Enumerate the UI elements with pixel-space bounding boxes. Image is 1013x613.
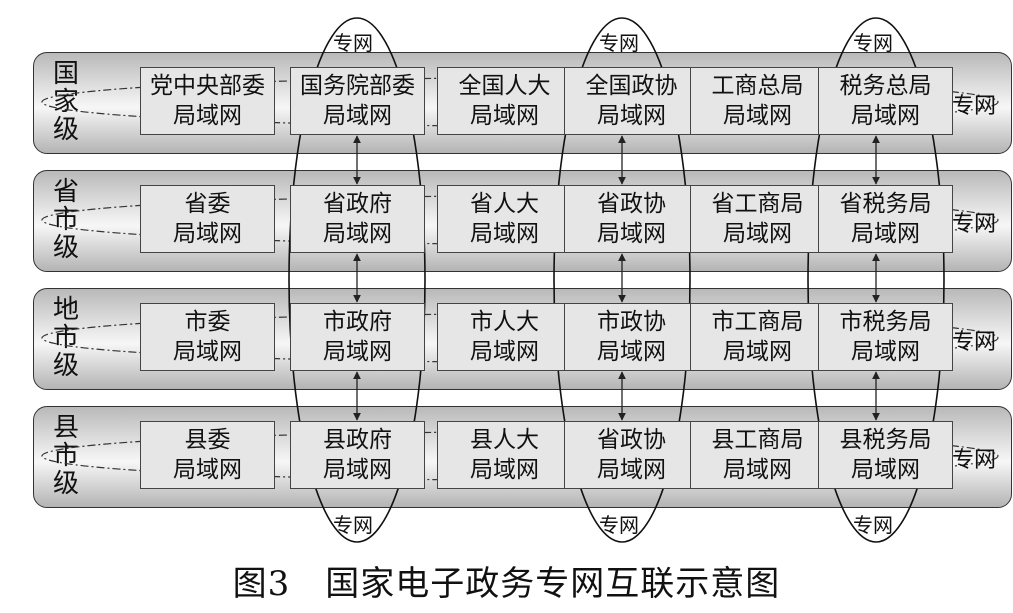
ellipse-label-bottom-2: 专网 xyxy=(599,513,639,537)
lan-cell-name: 省税务局 xyxy=(839,191,932,217)
lan-cell: 省政协局域网 xyxy=(564,421,699,489)
lan-cell-name: 全国政协 xyxy=(585,73,678,99)
figure-caption: 图3 国家电子政务专网互联示意图 xyxy=(232,564,781,604)
lan-cell-type: 局域网 xyxy=(851,457,920,483)
lan-cell-name: 县工商局 xyxy=(711,427,804,453)
lan-cell-type: 局域网 xyxy=(470,103,539,129)
ellipse-label-bottom-1: 专网 xyxy=(333,513,373,537)
lan-cell: 省税务局局域网 xyxy=(818,185,953,253)
side-label-provincial: 专网 xyxy=(951,212,996,237)
lan-cell-type: 局域网 xyxy=(851,339,920,365)
lan-cell-type: 局域网 xyxy=(173,457,242,483)
lan-cell-type: 局域网 xyxy=(723,339,792,365)
lan-cell-type: 局域网 xyxy=(597,103,666,129)
side-label-national: 专网 xyxy=(951,94,996,119)
lan-cell-name: 省政府 xyxy=(323,191,392,217)
special-network-ellipse xyxy=(288,17,426,543)
level-label-county: 县 市 级 xyxy=(52,413,79,499)
lan-cell-name: 省政协 xyxy=(597,427,666,453)
special-network-ellipse xyxy=(807,17,945,543)
lan-cell-type: 局域网 xyxy=(851,103,920,129)
lan-cell-type: 局域网 xyxy=(597,339,666,365)
lan-cell-name: 市政府 xyxy=(323,309,392,335)
lan-cell-type: 局域网 xyxy=(173,339,242,365)
lan-cell-type: 局域网 xyxy=(173,221,242,247)
lan-cell-type: 局域网 xyxy=(173,103,242,129)
lan-cell-name: 市工商局 xyxy=(711,309,804,335)
ellipse-label-bottom-3: 专网 xyxy=(853,513,893,537)
lan-cell-name: 省人大 xyxy=(470,191,539,217)
lan-cell-name: 全国人大 xyxy=(458,73,551,99)
lan-cell: 党中央部委局域网 xyxy=(140,67,275,135)
lan-cell: 省政协局域网 xyxy=(564,185,699,253)
lan-cell-type: 局域网 xyxy=(597,221,666,247)
lan-cell: 市工商局局域网 xyxy=(690,303,825,371)
lan-cell: 市政府局域网 xyxy=(290,303,425,371)
lan-cell-name: 县委 xyxy=(184,427,231,453)
lan-cell-name: 国务院部委 xyxy=(300,73,415,99)
lan-cell-type: 局域网 xyxy=(470,339,539,365)
lan-cell-name: 市委 xyxy=(184,309,231,335)
lan-cell-name: 县人大 xyxy=(470,427,539,453)
level-label-national: 国 家 级 xyxy=(52,59,79,145)
lan-cell: 税务总局局域网 xyxy=(818,67,953,135)
lan-cell: 市政协局域网 xyxy=(564,303,699,371)
ellipse-label-top-1: 专网 xyxy=(333,31,373,55)
lan-cell: 县政府局域网 xyxy=(290,421,425,489)
lan-cell: 县工商局局域网 xyxy=(690,421,825,489)
lan-cell-type: 局域网 xyxy=(323,103,392,129)
lan-cell: 省委局域网 xyxy=(140,185,275,253)
lan-cell-type: 局域网 xyxy=(851,221,920,247)
lan-cell-type: 局域网 xyxy=(597,457,666,483)
lan-cell-type: 局域网 xyxy=(323,457,392,483)
ellipse-label-top-2: 专网 xyxy=(599,31,639,55)
side-label-county: 专网 xyxy=(951,448,996,473)
lan-cell-type: 局域网 xyxy=(723,103,792,129)
lan-cell: 省政府局域网 xyxy=(290,185,425,253)
lan-cell-name: 省政协 xyxy=(597,191,666,217)
lan-cell: 国务院部委局域网 xyxy=(290,67,425,135)
lan-cell-name: 市人大 xyxy=(470,309,539,335)
lan-cell-type: 局域网 xyxy=(723,221,792,247)
ellipse-label-top-3: 专网 xyxy=(853,31,893,55)
lan-cell-name: 税务总局 xyxy=(839,73,932,99)
side-label-prefecture: 专网 xyxy=(951,330,996,355)
lan-cell-name: 党中央部委 xyxy=(150,73,265,99)
lan-cell-name: 省委 xyxy=(184,191,231,217)
lan-cell-name: 省工商局 xyxy=(711,191,804,217)
lan-cell-name: 县税务局 xyxy=(839,427,932,453)
lan-cell: 县委局域网 xyxy=(140,421,275,489)
lan-cell: 市人大局域网 xyxy=(437,303,572,371)
level-label-prefecture: 地 市 级 xyxy=(52,295,79,381)
lan-cell-name: 市税务局 xyxy=(839,309,932,335)
lan-cell-name: 县政府 xyxy=(323,427,392,453)
lan-cell: 县人大局域网 xyxy=(437,421,572,489)
lan-cell: 全国政协局域网 xyxy=(564,67,699,135)
special-network-ellipse xyxy=(553,17,691,543)
lan-cell: 市委局域网 xyxy=(140,303,275,371)
lan-cell: 全国人大局域网 xyxy=(437,67,572,135)
lan-cell: 省人大局域网 xyxy=(437,185,572,253)
lan-cell-type: 局域网 xyxy=(470,457,539,483)
lan-cell-type: 局域网 xyxy=(470,221,539,247)
level-label-provincial: 省 市 级 xyxy=(52,177,79,263)
lan-cell: 县税务局局域网 xyxy=(818,421,953,489)
lan-cell: 市税务局局域网 xyxy=(818,303,953,371)
lan-cell-name: 工商总局 xyxy=(711,73,804,99)
lan-cell: 省工商局局域网 xyxy=(690,185,825,253)
lan-cell-type: 局域网 xyxy=(323,221,392,247)
lan-cell-type: 局域网 xyxy=(323,339,392,365)
lan-cell: 工商总局局域网 xyxy=(690,67,825,135)
lan-cell-name: 市政协 xyxy=(597,309,666,335)
lan-cell-type: 局域网 xyxy=(723,457,792,483)
